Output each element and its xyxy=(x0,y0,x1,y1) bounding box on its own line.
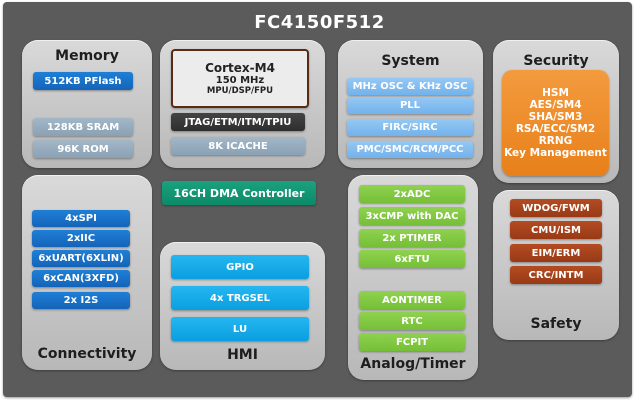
hmi-title: HMI xyxy=(227,347,258,363)
connectivity-item-iic: 2xIIC xyxy=(32,230,130,247)
chip-title: FC4150F512 xyxy=(254,12,385,33)
security-aes: AES/SM4 xyxy=(529,99,582,111)
system-item-pmc: PMC/SMC/RCM/PCC xyxy=(347,141,473,158)
security-rsa: RSA/ECC/SM2 xyxy=(515,123,596,135)
analog-item-ftu: 6xFTU xyxy=(359,250,465,268)
debug-block: JTAG/ETM/ITM/TPIU xyxy=(171,113,305,131)
analog-item-ptimer: 2x PTIMER xyxy=(359,229,465,247)
dma-controller: 16CH DMA Controller xyxy=(162,181,316,205)
system-title: System xyxy=(381,53,440,69)
connectivity-item-can: 6xCAN(3XFD) xyxy=(32,270,130,287)
memory-item-rom: 96K ROM xyxy=(33,140,133,158)
cpu-features: MPU/DSP/FPU xyxy=(206,86,274,96)
safety-title: Safety xyxy=(530,316,582,332)
connectivity-title: Connectivity xyxy=(37,346,137,362)
analog-timer-title: Analog/Timer xyxy=(360,356,466,372)
connectivity-item-spi: 4xSPI xyxy=(32,210,130,227)
connectivity-item-i2s: 2x I2S xyxy=(32,292,130,309)
cpu-name: Cortex-M4 xyxy=(205,61,275,75)
analog-item-fcpit: FCPIT xyxy=(359,333,465,351)
security-key-management: Key Management xyxy=(504,147,607,159)
hmi-item-lu: LU xyxy=(171,317,309,341)
analog-item-aontimer: AONTIMER xyxy=(359,291,465,309)
memory-title: Memory xyxy=(55,48,119,64)
safety-item-crc: CRC/INTM xyxy=(510,266,602,284)
safety-item-eim: EIM/ERM xyxy=(510,244,602,262)
cpu-block: Cortex-M4 150 MHz MPU/DSP/FPU xyxy=(171,49,309,108)
security-rrng: RRNG xyxy=(538,135,573,147)
safety-item-wdog: WDOG/FWM xyxy=(510,199,602,217)
memory-item-pflash: 512KB PFlash xyxy=(33,72,133,90)
system-item-osc: MHz OSC & KHz OSC xyxy=(347,78,473,95)
hmi-item-gpio: GPIO xyxy=(171,255,309,279)
cpu-frequency: 150 MHz xyxy=(215,75,265,86)
memory-item-sram: 128KB SRAM xyxy=(33,118,133,136)
security-block: HSM AES/SM4 SHA/SM3 RSA/ECC/SM2 RRNG Key… xyxy=(502,70,609,176)
system-item-firc: FIRC/SIRC xyxy=(347,119,473,136)
safety-item-cmu: CMU/ISM xyxy=(510,221,602,239)
icache-block: 8K ICACHE xyxy=(171,137,305,155)
connectivity-item-uart: 6xUART(6XLIN) xyxy=(32,250,130,267)
analog-item-cmp: 3xCMP with DAC xyxy=(359,207,465,225)
system-item-pll: PLL xyxy=(347,97,473,114)
analog-item-rtc: RTC xyxy=(359,312,465,330)
hmi-item-trgsel: 4x TRGSEL xyxy=(171,286,309,310)
security-title: Security xyxy=(523,53,589,69)
security-hsm: HSM xyxy=(542,87,569,99)
security-sha: SHA/SM3 xyxy=(528,111,583,123)
analog-item-adc: 2xADC xyxy=(359,185,465,203)
